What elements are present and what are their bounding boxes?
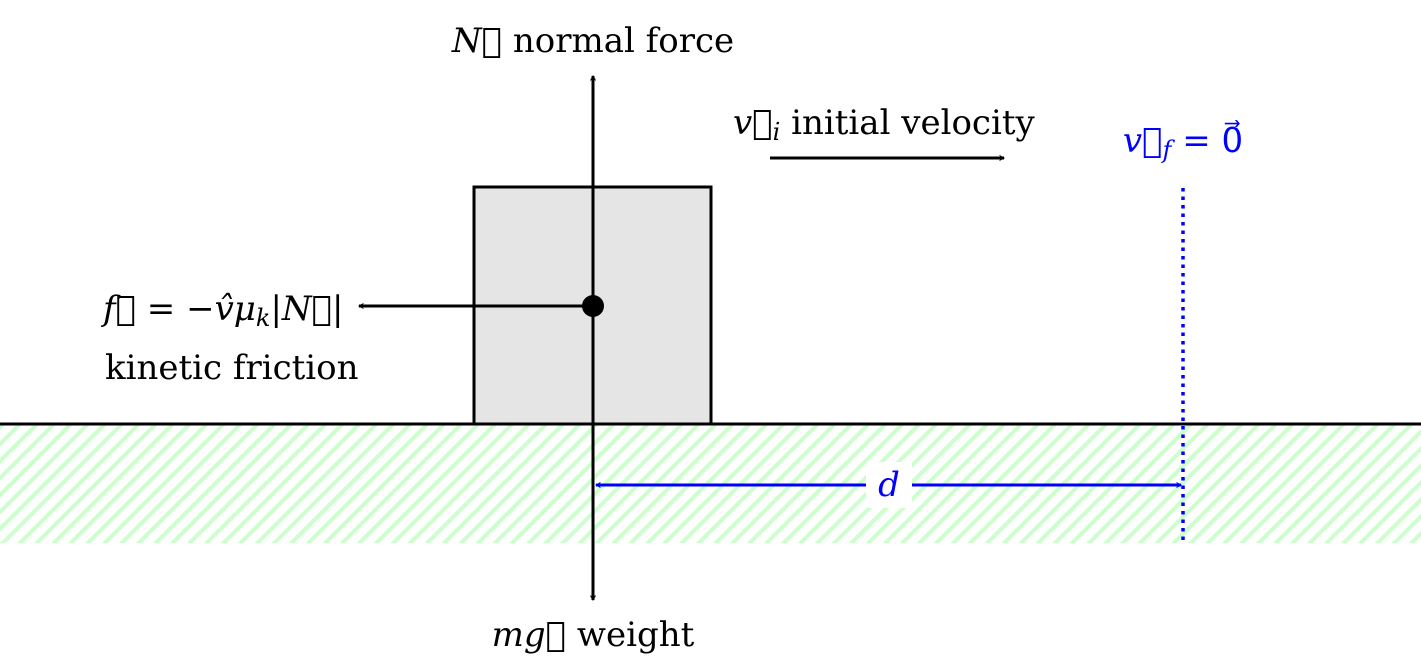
center-of-mass-dot: [582, 295, 604, 317]
distance-label: d: [878, 465, 900, 505]
distance-label-bg: [866, 462, 912, 508]
normal-force-label: N⃗ normal force: [451, 21, 734, 61]
friction-text-label: kinetic friction: [105, 348, 359, 388]
initial-velocity-label: v⃗i initial velocity: [733, 103, 1036, 146]
weight-label: mg⃗ weight: [492, 615, 695, 655]
friction-equation-label: f⃗ = −v̂μk|N⃗|: [100, 289, 344, 332]
final-velocity-label: v⃗f = 0⃗: [1123, 120, 1243, 164]
